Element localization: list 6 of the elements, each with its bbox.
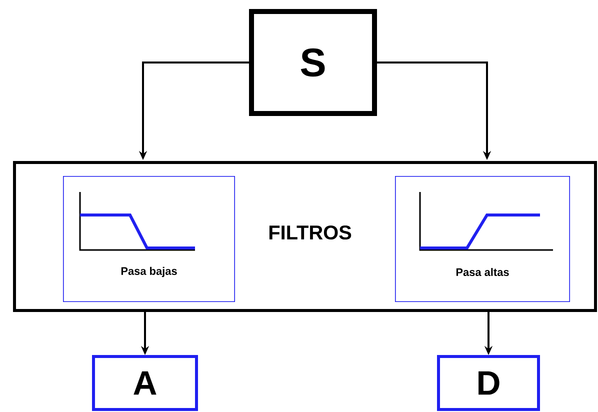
output-box: D xyxy=(437,355,540,411)
box-label: Pasa bajas xyxy=(121,266,177,278)
source-box: S xyxy=(249,9,377,116)
box-label: Pasa altas xyxy=(456,268,509,276)
block-title: FILTROS xyxy=(269,225,352,240)
output-box: A xyxy=(92,355,198,411)
